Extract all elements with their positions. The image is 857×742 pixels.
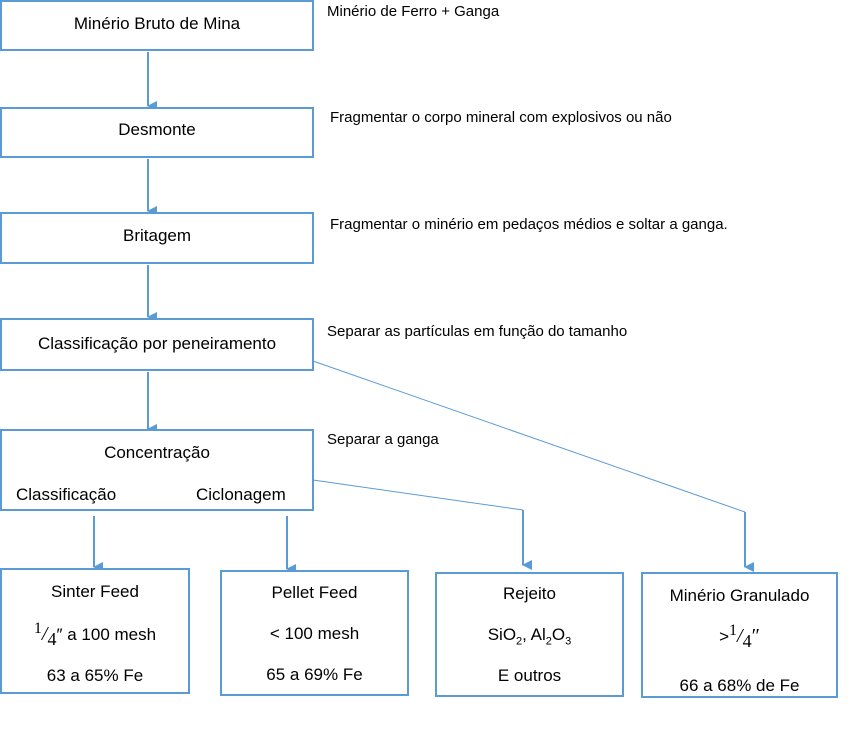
step-label: Minério Bruto de Mina <box>73 14 241 33</box>
product-title: Pellet Feed <box>271 583 358 602</box>
note-classificacao: Separar as partículas em função do taman… <box>327 323 628 340</box>
step-label: Concentração <box>104 443 210 462</box>
step-label: Classificação por peneiramento <box>37 334 277 353</box>
step-box-classificacao: Classificação por peneiramento <box>0 318 314 371</box>
note-mine: Minério de Ferro + Ganga <box>327 3 500 20</box>
sub-label-classificacao: Classificação <box>16 485 117 504</box>
product-grade: 65 a 69% Fe <box>266 665 363 684</box>
product-composition: SiO2, Al2O3 <box>487 625 572 648</box>
note-britagem: Fragmentar o minério em pedaços médios e… <box>330 216 728 233</box>
product-size: 1/4″ a 100 mesh <box>33 620 157 649</box>
step-label: Britagem <box>122 226 192 245</box>
product-title: Rejeito <box>503 584 556 603</box>
product-size: < 100 mesh <box>269 624 360 643</box>
product-grade: 63 a 65% Fe <box>46 666 144 685</box>
product-title: Minério Granulado <box>669 586 810 605</box>
step-label: Desmonte <box>118 120 196 139</box>
product-minerio-granulado: Minério Granulado >1/4″ 66 a 68% de Fe <box>641 572 838 698</box>
step-box-desmonte: Desmonte <box>0 107 314 158</box>
product-rejeito: Rejeito SiO2, Al2O3 E outros <box>435 572 624 697</box>
arrow-granulado <box>312 360 746 513</box>
note-desmonte: Fragmentar o corpo mineral com explosivo… <box>330 109 672 126</box>
product-pellet-feed: Pellet Feed < 100 mesh 65 a 69% Fe <box>220 570 409 696</box>
note-concentracao: Separar a ganga <box>327 431 439 448</box>
sub-label-ciclonagem: Ciclonagem <box>196 485 286 504</box>
product-other: E outros <box>497 666 562 685</box>
arrow-rejeito <box>312 479 524 511</box>
product-size: >1/4″ <box>719 622 760 651</box>
product-title: Sinter Feed <box>51 582 139 601</box>
step-box-britagem: Britagem <box>0 212 314 264</box>
step-box-mine: Minério Bruto de Mina <box>0 0 314 51</box>
product-grade: 66 a 68% de Fe <box>679 676 800 695</box>
step-box-concentracao: Concentração Classificação Ciclonagem <box>0 429 314 511</box>
product-sinter-feed: Sinter Feed 1/4″ a 100 mesh 63 a 65% Fe <box>0 568 190 694</box>
